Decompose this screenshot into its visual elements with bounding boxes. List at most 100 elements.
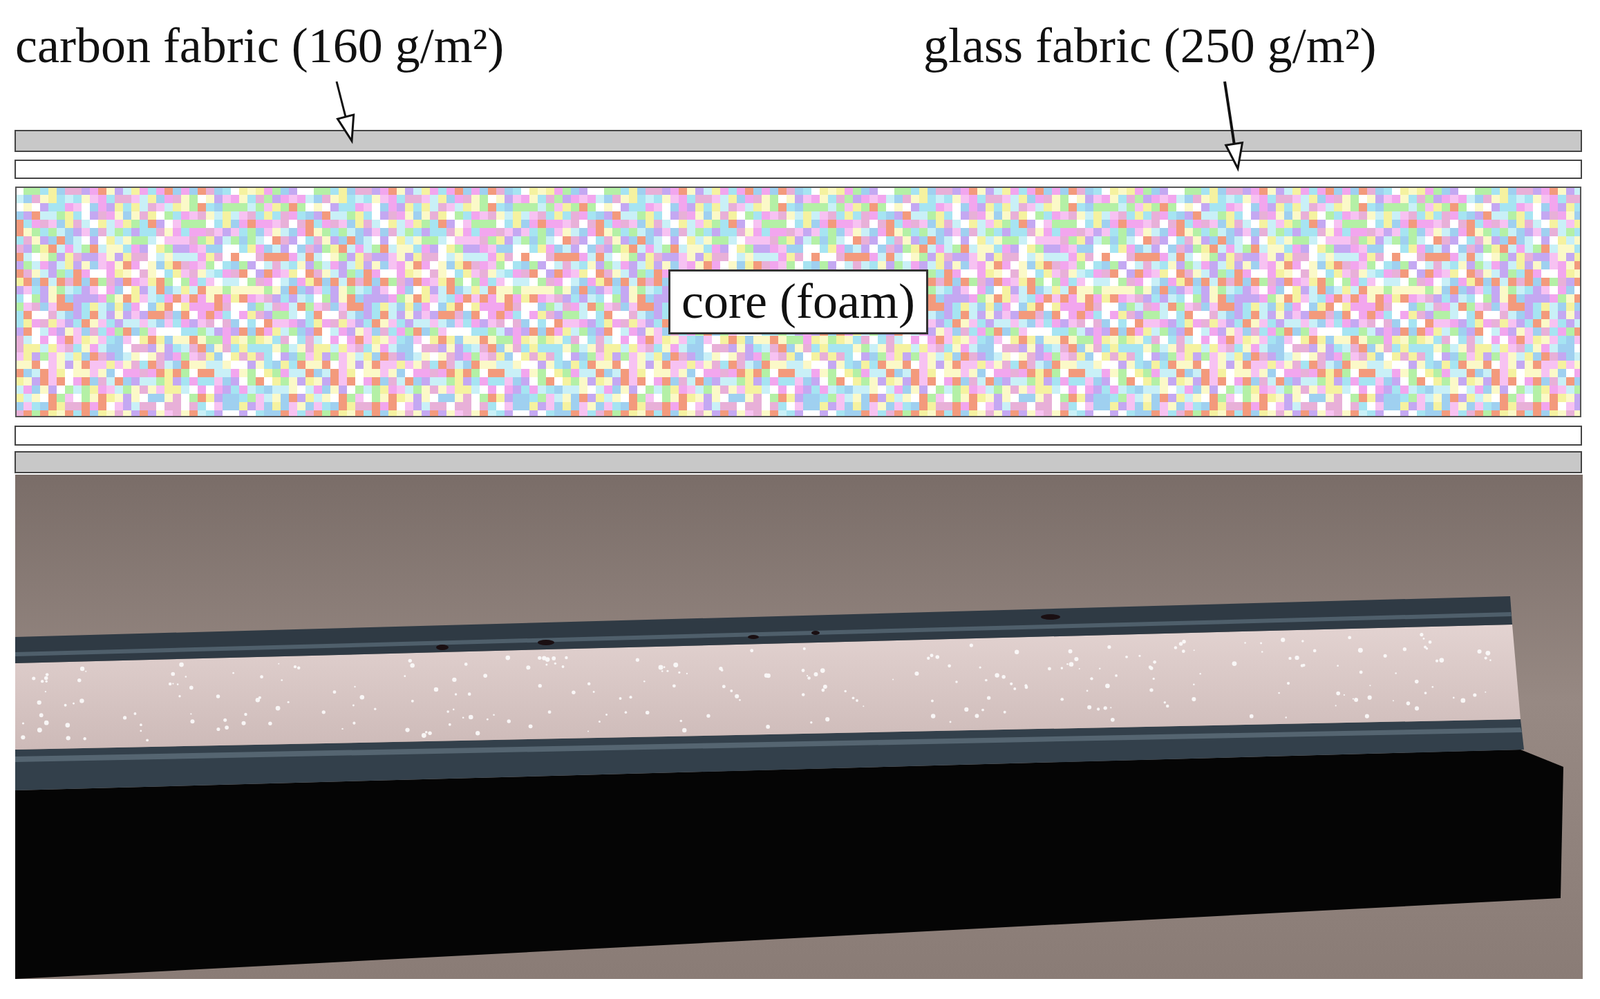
foam-speckle (80, 666, 85, 672)
foam-speckle (1181, 640, 1187, 645)
foam-speckle (486, 718, 489, 721)
foam-speckle (930, 700, 934, 703)
foam-speckle (984, 679, 988, 683)
foam-speckle (77, 678, 81, 683)
foam-speckle (1138, 655, 1141, 658)
foam-speckle (852, 696, 855, 700)
foam-speckle (914, 671, 919, 676)
arrow-head (337, 114, 354, 141)
foam-speckle (593, 691, 596, 694)
foam-speckle (1365, 714, 1370, 719)
foam-speckle (293, 665, 297, 669)
foam-speckle (587, 730, 589, 732)
foam-speckle (1181, 649, 1186, 654)
foam-speckle (1013, 687, 1016, 691)
foam-speckle (427, 731, 432, 735)
foam-speckle (964, 707, 969, 712)
foam-speckle (969, 643, 974, 647)
foam-speckle (1003, 711, 1007, 714)
foam-speckle (1403, 647, 1407, 652)
foam-speckle (1438, 657, 1444, 663)
foam-speckle (1199, 673, 1202, 676)
foam-speckle (1392, 700, 1395, 702)
foam-speckle (255, 698, 260, 703)
foam-speckle (20, 735, 25, 740)
foam-speckle (37, 700, 42, 705)
foam-speckle (275, 706, 281, 712)
foam-speckle (405, 727, 410, 732)
foam-speckle (45, 673, 50, 677)
foam-speckle (686, 673, 688, 675)
foam-speckle (1406, 701, 1411, 706)
foam-speckle (189, 686, 194, 691)
photo-skin-sheen (15, 612, 1512, 657)
foam-speckle (1249, 714, 1254, 719)
foam-speckle (643, 680, 646, 683)
foam-speckle (1302, 664, 1305, 667)
foam-speckle (1152, 678, 1155, 681)
foam-speckle (1284, 716, 1287, 719)
foam-speckle (39, 713, 44, 718)
foam-speckle (564, 656, 568, 660)
foam-speckle (1335, 691, 1341, 696)
foam-speckle (1425, 647, 1429, 651)
foam-speckle (139, 723, 143, 727)
foam-speckle (409, 663, 415, 669)
foam-speckle (930, 713, 936, 719)
foam-speckle (1419, 633, 1424, 637)
foam-speckle (528, 724, 533, 729)
foam-speckle (178, 695, 181, 698)
foam-speckle (986, 695, 991, 700)
foam-speckle (537, 656, 542, 661)
foam-speckle (1460, 698, 1466, 704)
foam-speckle (1452, 697, 1455, 700)
foam-speckle (224, 725, 229, 730)
foam-speckle (176, 683, 180, 686)
foam-speckle (1096, 707, 1100, 711)
foam-speckle (31, 676, 36, 681)
foam-speckle (1280, 637, 1285, 643)
foam-speckle (37, 727, 43, 733)
foam-speckle (1009, 682, 1013, 686)
foam-speckle (185, 675, 188, 679)
foam-speckle (545, 663, 548, 666)
foam-speckle (1114, 674, 1118, 678)
core-label: core (foam) (668, 269, 929, 335)
foam-speckle (1472, 693, 1477, 697)
foam-speckle (216, 694, 221, 699)
foam-speckle (241, 721, 246, 726)
foam-speckle (765, 725, 770, 730)
foam-speckle (1286, 682, 1290, 685)
foam-speckle (434, 687, 439, 692)
foam-speckle (403, 675, 406, 678)
foam-speckle (1078, 668, 1081, 670)
foam-speckle (658, 664, 664, 670)
foam-speckle (807, 676, 811, 681)
foam-speckle (446, 710, 450, 714)
foam-speckle (1191, 697, 1196, 702)
foam-speckle (803, 647, 806, 651)
foam-speckle (1001, 675, 1005, 679)
foam-speckle (722, 684, 726, 689)
foam-speckle (538, 684, 542, 688)
foam-speckle (718, 666, 723, 671)
foam-speckle (507, 719, 512, 724)
foam-core-fill (15, 186, 1582, 418)
foam-speckle (1288, 657, 1292, 661)
layer-label: glass fabric (250 g/m²) (923, 20, 1377, 71)
foam-speckle (1414, 706, 1419, 711)
foam-speckle (955, 680, 958, 684)
foam-speckle (1301, 640, 1304, 643)
foam-speckle (190, 713, 192, 715)
foam-speckle (1086, 689, 1089, 692)
foam-speckle (821, 689, 825, 693)
foam-speckle (1098, 668, 1101, 671)
foam-speckle (1261, 651, 1264, 654)
foam-speckle (1435, 660, 1439, 663)
foam-speckle (801, 693, 806, 697)
foam-speckle (673, 662, 679, 668)
foam-speckle (672, 684, 676, 688)
foam-speckle (190, 719, 195, 724)
carbon-layer (15, 130, 1582, 152)
leader-line (336, 81, 346, 117)
